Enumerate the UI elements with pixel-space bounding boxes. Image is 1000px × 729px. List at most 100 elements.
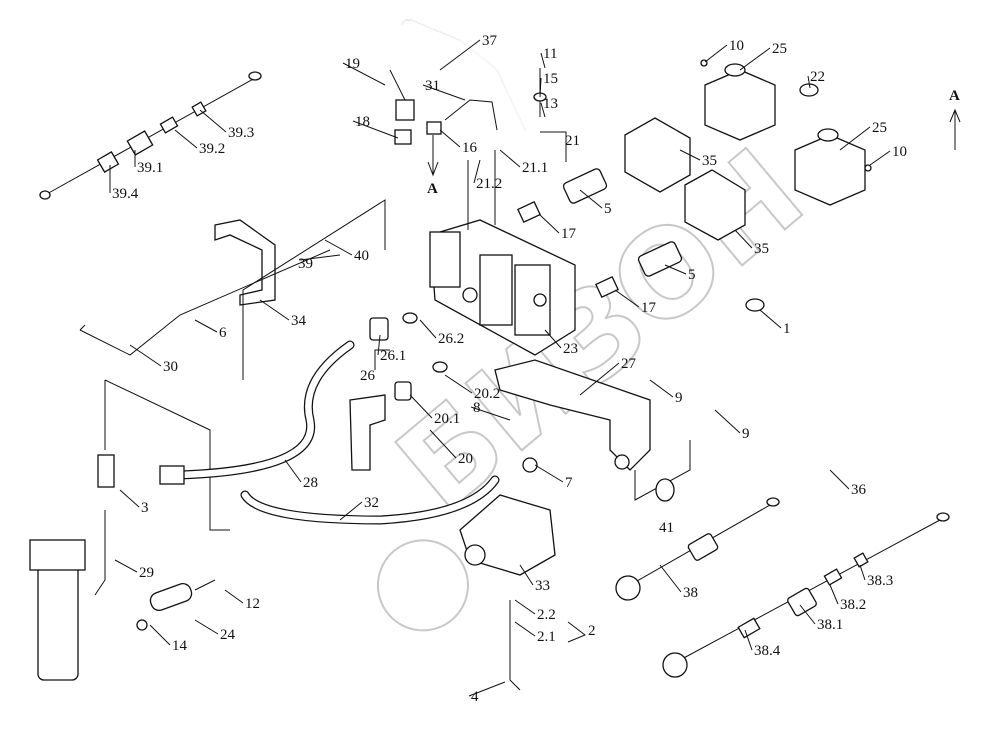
- callout-label: 31: [425, 78, 440, 94]
- leader-line: [473, 159, 481, 184]
- leader-line: [544, 329, 562, 349]
- pump-33: [459, 494, 556, 576]
- callout-label: 14: [172, 638, 188, 654]
- callout-label: 21: [565, 133, 580, 149]
- clamp-24: [149, 582, 193, 612]
- callout-label: 25: [772, 41, 787, 57]
- callout-label: 10: [892, 144, 907, 160]
- callout-label: 38.4: [754, 643, 781, 659]
- nut-14: [136, 619, 148, 631]
- callout-label: 33: [535, 578, 550, 594]
- bracket-2: [567, 621, 586, 643]
- callout-label: 39.2: [199, 141, 225, 157]
- callout-label: 9: [675, 390, 683, 406]
- callout-label: 20: [458, 451, 473, 467]
- callout-label: 4: [471, 689, 479, 705]
- callout-label: 18: [355, 114, 370, 130]
- callout-label: 36: [851, 482, 867, 498]
- leader-line: [869, 150, 891, 166]
- leader-line: [519, 564, 534, 586]
- control-valve-block-23: [429, 150, 576, 356]
- leader-line: [807, 75, 811, 89]
- callout-label: 5: [688, 267, 696, 283]
- callout-label: 35: [702, 153, 717, 169]
- leader-line: [839, 126, 871, 151]
- leader-line: [339, 501, 363, 521]
- callout-label: 25: [872, 120, 887, 136]
- leader-line: [679, 149, 701, 161]
- callout-label: 5: [604, 201, 612, 217]
- arrow-a-icon-2: [949, 108, 961, 150]
- fitting-41: [655, 478, 675, 502]
- hose-32: [240, 457, 538, 525]
- callout-label: 37: [482, 33, 498, 49]
- callout-label: 16: [462, 140, 478, 156]
- callout-label: 26.2: [438, 331, 464, 347]
- callout-label: 2: [588, 623, 596, 639]
- leader-line: [539, 214, 560, 234]
- leader-line: [739, 47, 771, 71]
- pipe-30: [79, 249, 331, 356]
- callout-label: 10: [729, 38, 744, 54]
- coupler-5: [517, 168, 683, 299]
- solenoid-25: [704, 63, 866, 312]
- leader-line: [439, 39, 481, 71]
- bracket-27: [494, 359, 691, 501]
- leader-line: [829, 584, 839, 605]
- callout-label: 1: [783, 321, 791, 337]
- fitting-26: [349, 312, 448, 471]
- callout-label: 39.1: [137, 160, 163, 176]
- leader-line: [377, 334, 381, 356]
- leader-line: [539, 77, 542, 98]
- leader-line: [259, 299, 290, 321]
- leader-line: [174, 129, 198, 149]
- leader-line: [759, 309, 782, 329]
- leader-line: [829, 469, 850, 490]
- leader-line: [194, 619, 219, 635]
- callout-label: 32: [364, 495, 379, 511]
- callout-label: 15: [543, 71, 558, 87]
- callout-label: 28: [303, 475, 318, 491]
- leader-line: [579, 189, 603, 209]
- bracket-26: [374, 349, 390, 370]
- callout-label: 39.3: [228, 125, 254, 141]
- leader-line: [129, 344, 162, 367]
- leader-line: [199, 109, 227, 133]
- leader-line: [352, 120, 399, 139]
- callout-label: 41: [659, 520, 674, 536]
- bracket-line: [242, 199, 386, 380]
- leader-line: [714, 409, 741, 434]
- leader-line: [664, 264, 687, 275]
- leader-line: [114, 559, 138, 573]
- callout-label: 40: [354, 248, 369, 264]
- callout-label: 29: [139, 565, 154, 581]
- callout-label: 34: [291, 313, 307, 329]
- cable-38: [615, 497, 950, 678]
- leader-line: [649, 379, 674, 398]
- leader-line: [324, 239, 353, 256]
- callout-label: 2.2: [537, 607, 556, 623]
- callout-label: 39: [298, 256, 313, 272]
- leader-line: [704, 44, 728, 63]
- leader-line: [119, 489, 140, 508]
- callout-label: 39.4: [112, 186, 139, 202]
- leader-line: [540, 52, 546, 69]
- leader-line: [444, 374, 473, 394]
- callout-label: 2.1: [537, 629, 556, 645]
- leader-line: [429, 429, 457, 459]
- callout-label: 26: [360, 368, 376, 384]
- leader-line: [409, 394, 433, 419]
- callout-label: 12: [245, 596, 260, 612]
- bolt-12: [194, 579, 216, 591]
- leader-line: [744, 629, 753, 651]
- callout-label: 6: [219, 325, 227, 341]
- leader-line: [534, 464, 564, 483]
- leader-line: [470, 406, 511, 421]
- callout-label: 17: [641, 300, 657, 316]
- leader-line: [224, 589, 244, 604]
- valve-35: [624, 117, 746, 241]
- callout-label: 38.2: [840, 597, 866, 613]
- callout-label: 8: [473, 400, 481, 416]
- callout-label: 13: [543, 96, 558, 112]
